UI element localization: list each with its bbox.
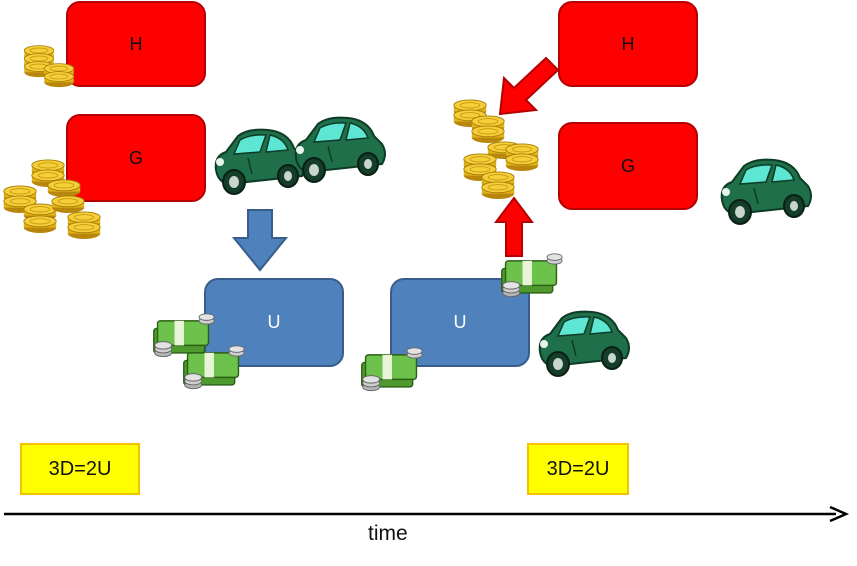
right-box-g: G [558,122,698,210]
right-u-top-cash-icon [501,253,563,298]
right-box-u-label: U [453,312,467,332]
left-box-g-label: G [128,147,143,168]
right-equation-box: 3D=2U [527,443,629,495]
right-equation-label: 3D=2U [546,457,610,480]
left-g-coins-icon [3,159,101,240]
left-equation-label: 3D=2U [48,457,112,480]
left-box-h: H [66,1,206,87]
red-up-arrow [494,196,534,257]
left-u-cash-2-icon [183,345,245,390]
right-u-left-cash-icon [361,347,423,392]
time-label: time [368,522,408,545]
right-box-h: H [558,1,698,87]
right-g-car-icon [720,158,812,225]
left-car-2-icon [294,116,386,183]
left-equation-box: 3D=2U [20,443,140,495]
left-box-g: G [66,114,206,202]
right-box-h-label: H [621,33,635,54]
blue-down-arrow [231,209,289,272]
left-h-coins-icon [23,45,75,88]
right-u-car-icon [538,310,630,377]
right-box-g-label: G [620,155,635,176]
red-diagonal-arrow [498,56,560,116]
right-coins-icon [453,99,539,200]
left-box-h-label: H [129,33,143,54]
time-arrow [4,505,850,523]
left-box-u-label: U [267,312,281,332]
